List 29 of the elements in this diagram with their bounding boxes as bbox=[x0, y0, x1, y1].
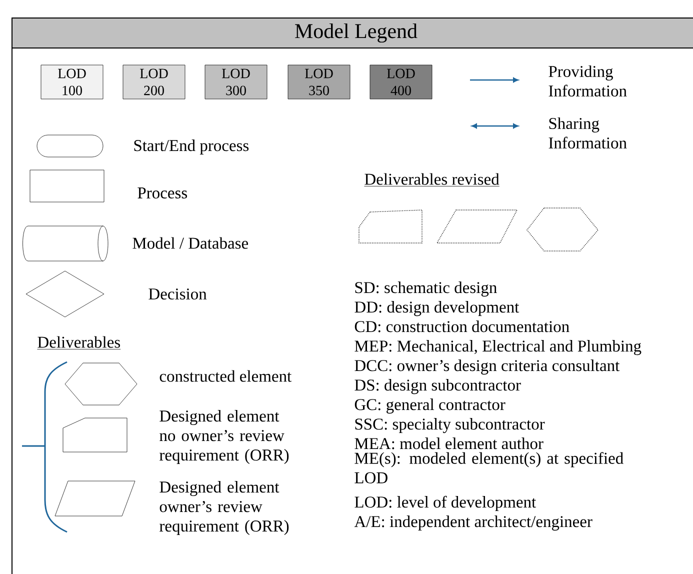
legend-text: Providing Information bbox=[548, 65, 627, 97]
abbreviation: CD: construction documentation bbox=[354, 320, 570, 332]
legend-text: Designed element no owner’s review requirement (ORR) bbox=[160, 410, 289, 464]
abbreviation: ME(s): modeled element(s) at specified LOD bbox=[354, 452, 624, 484]
level-box: LOD 200 bbox=[122, 64, 186, 100]
legend-text: Sharing Information bbox=[548, 117, 627, 149]
level-box: LOD 400 bbox=[370, 64, 432, 100]
legend-text: constructed element bbox=[160, 370, 292, 382]
legend-text: Decision bbox=[148, 288, 207, 300]
abbreviation: MEP: Mechanical, Electrical and Plumbing bbox=[354, 340, 642, 356]
abbreviation: SD: schematic design bbox=[355, 282, 497, 297]
section-heading: Deliverables bbox=[37, 336, 121, 350]
section-heading: Deliverables revised bbox=[364, 173, 500, 186]
legend-text: Process bbox=[138, 188, 187, 198]
level-box: LOD 100 bbox=[40, 64, 104, 100]
legend-text: Start/End process bbox=[134, 140, 249, 154]
level-box: LOD 350 bbox=[288, 64, 350, 100]
abbreviation: DS: design subcontractor bbox=[354, 379, 521, 394]
legend-text: Model / Database bbox=[132, 237, 248, 249]
title-bar: Model Legend bbox=[12, 18, 693, 48]
legend-text: Designed element owner’s review requirement (ORR) bbox=[160, 481, 289, 535]
abbreviation: MEA: model element author bbox=[354, 438, 544, 450]
abbreviation: DD: design development bbox=[354, 301, 520, 316]
abbreviation: LOD: level of development bbox=[354, 496, 536, 512]
level-box: LOD 300 bbox=[204, 64, 268, 100]
abbreviation: GC: general contractor bbox=[354, 398, 506, 414]
abbreviation: DCC: owner’s design criteria consultant bbox=[354, 360, 620, 375]
abbreviation: SSC: specialty subcontractor bbox=[355, 418, 545, 434]
abbreviation: A/E: independent architect/engineer bbox=[354, 516, 592, 531]
